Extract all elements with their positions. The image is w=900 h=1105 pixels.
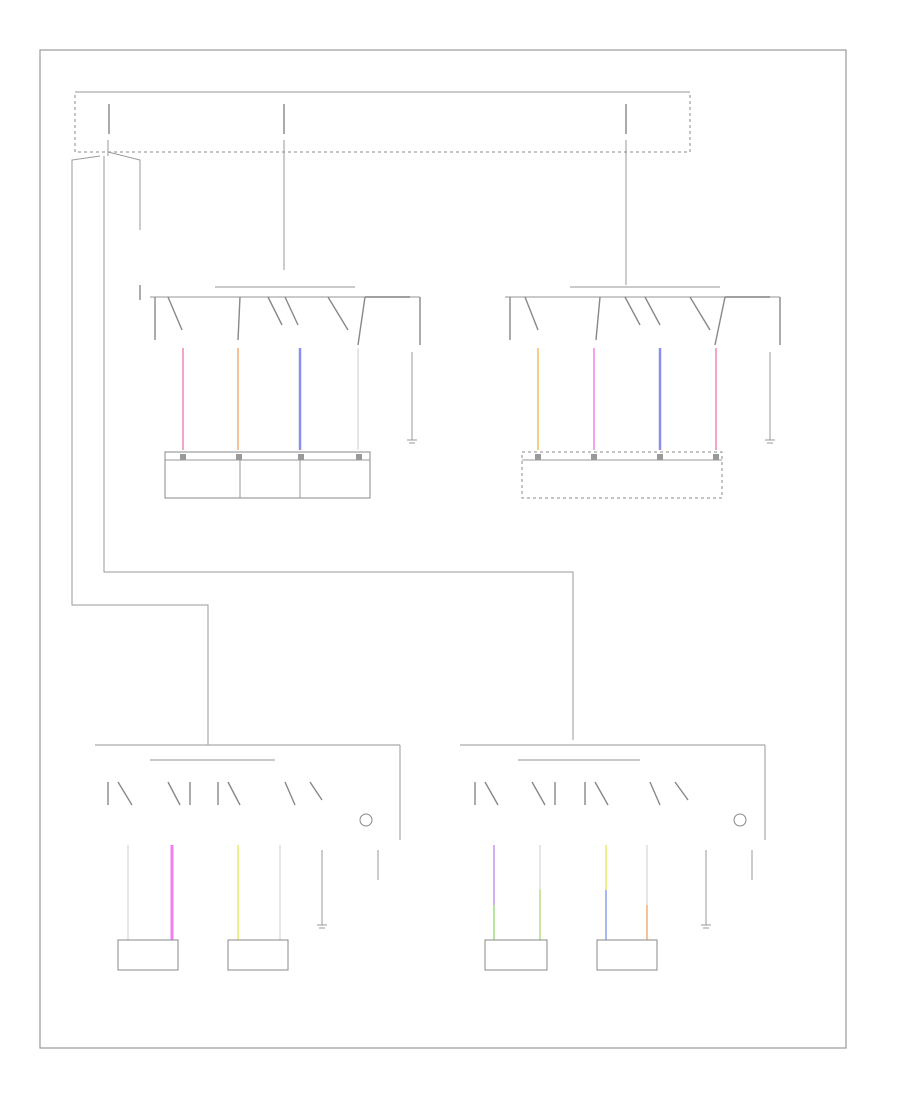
terminal xyxy=(356,454,362,460)
connector-box xyxy=(521,451,723,499)
ground-symbol xyxy=(407,439,417,444)
switch-contact xyxy=(531,781,556,806)
switch-contact xyxy=(217,781,241,806)
driver-seat-switch xyxy=(505,286,781,499)
wire-red-left xyxy=(107,151,141,230)
switch-contact xyxy=(284,296,299,326)
ground-symbol xyxy=(317,924,327,929)
fuse-3 xyxy=(625,104,627,134)
terminal xyxy=(535,454,541,460)
right-rear-seat-switch xyxy=(460,744,766,971)
switch-contact xyxy=(327,296,349,331)
terminal xyxy=(713,454,719,460)
terminal xyxy=(180,454,186,460)
switch-contact xyxy=(107,781,133,806)
ground-symbol xyxy=(701,924,711,929)
switch-contact xyxy=(284,781,323,806)
switch-contact xyxy=(474,781,499,806)
motor-box xyxy=(596,939,658,971)
motor-box xyxy=(227,939,289,971)
switch-contact xyxy=(714,296,726,346)
switch-contact xyxy=(584,781,609,806)
switch-contact xyxy=(357,296,366,346)
diagram-frame xyxy=(39,49,847,1049)
fuse-label-group xyxy=(108,104,627,134)
front-passenger-seat-switch xyxy=(150,286,421,499)
left-rear-seat-switch xyxy=(95,744,401,971)
ground-symbols xyxy=(317,439,775,929)
wire-orange-long xyxy=(103,156,574,740)
fuse-box-outline xyxy=(74,91,691,153)
illumination-lamp xyxy=(733,813,747,827)
connector-box xyxy=(164,451,371,499)
terminal xyxy=(298,454,304,460)
switch-contact xyxy=(237,296,241,341)
switch-contact xyxy=(689,296,711,331)
switch-contact xyxy=(524,296,539,331)
terminal xyxy=(236,454,242,460)
switch-contact xyxy=(595,296,601,341)
switch-contact xyxy=(167,781,191,806)
illumination-lamp xyxy=(359,813,373,827)
ground-symbol xyxy=(765,439,775,444)
motor-box xyxy=(484,939,548,971)
fuse-1 xyxy=(108,104,110,134)
switch-contact xyxy=(644,296,661,326)
motor-box xyxy=(117,939,179,971)
switch-contact xyxy=(267,296,283,326)
switch-contact xyxy=(649,781,689,806)
fuse-2 xyxy=(283,104,285,134)
terminal xyxy=(657,454,663,460)
terminal xyxy=(591,454,597,460)
switch-contact xyxy=(167,296,183,331)
wire-pink-long xyxy=(71,155,209,745)
switch-contact xyxy=(624,296,641,326)
